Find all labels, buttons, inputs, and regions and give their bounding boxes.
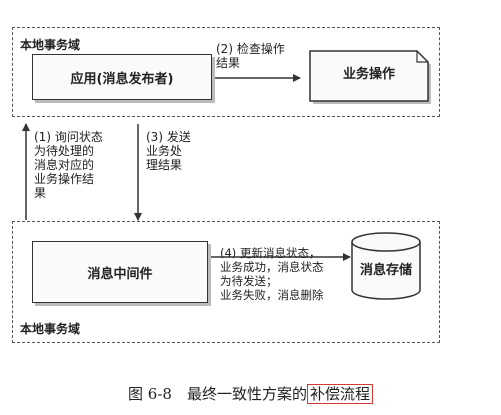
region-label-top: 本地事务域 <box>20 38 81 52</box>
edge-label-update-status: (4) 更新消息状态， 业务成功，消息状态 为待发送； 业务失败，消息删除 <box>220 246 324 302</box>
region-label-bottom: 本地事务域 <box>20 322 81 336</box>
business-op-fold <box>416 51 428 63</box>
business-op-box <box>309 50 429 102</box>
figure-caption: 图 6-8 最终一致性方案的补偿流程 <box>0 383 501 404</box>
caption-prefix: 图 6-8 最终一致性方案的 <box>128 385 307 403</box>
edge-label-check-result: (2) 检查操作 结果 <box>216 42 285 70</box>
local-transaction-region-top <box>12 27 440 117</box>
business-op-label: 业务操作 <box>342 67 395 82</box>
message-store-cylinder-body <box>351 242 421 300</box>
edge-label-send-result: (3) 发送 业务处 理结果 <box>146 130 191 172</box>
message-store-label: 消息存储 <box>359 263 412 278</box>
local-transaction-region-bottom <box>12 221 440 343</box>
publisher-app-box: 应用(消息发布者) <box>32 54 212 100</box>
message-store-cylinder-top <box>351 232 421 252</box>
edge-label-query-status: (1) 询问状态 为待处理的 消息对应的 业务操作结 果 <box>34 130 103 200</box>
caption-highlight: 补偿流程 <box>306 384 373 404</box>
message-middleware-box: 消息中间件 <box>32 241 208 303</box>
